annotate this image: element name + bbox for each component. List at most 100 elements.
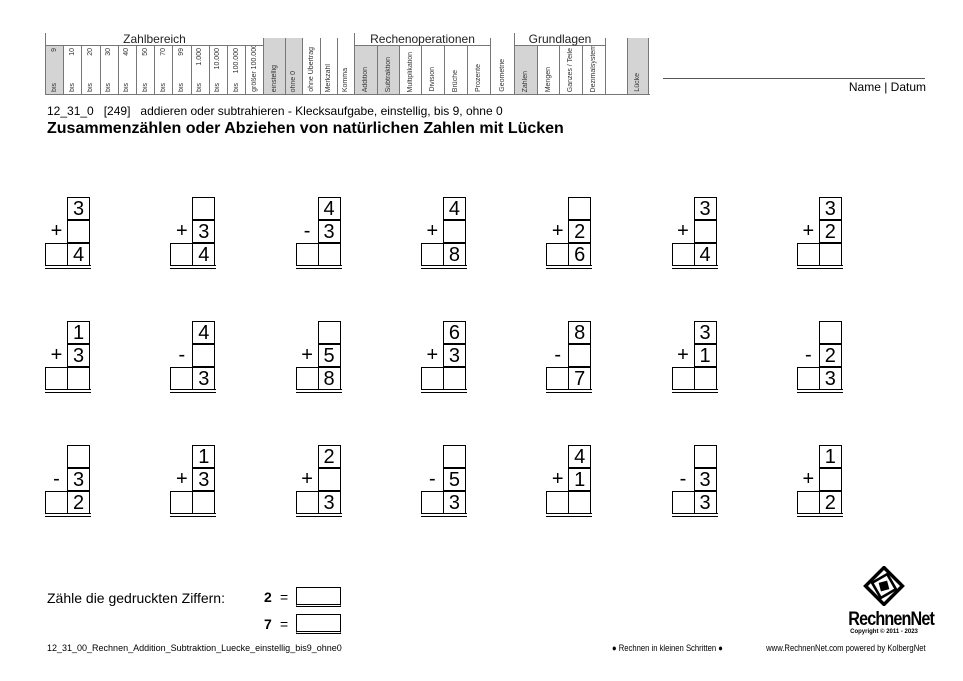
tens-result-box[interactable] (45, 491, 68, 514)
top-digit-box[interactable] (568, 197, 592, 220)
tens-result-box[interactable] (295, 491, 319, 514)
count-answer-box[interactable] (296, 614, 341, 634)
top-digit-box: 4 (568, 445, 592, 468)
result-digit-box[interactable] (693, 367, 717, 390)
tens-result-box[interactable] (295, 243, 319, 266)
tens-result-box[interactable] (45, 243, 68, 266)
top-digit-box[interactable] (442, 445, 466, 468)
result-digit-box[interactable] (317, 243, 341, 266)
second-digit-box[interactable] (693, 220, 717, 243)
second-digit-box: 3 (317, 220, 341, 243)
range-bis-label: bis (214, 83, 222, 92)
tens-result-box[interactable] (420, 491, 444, 514)
tens-result-box[interactable] (295, 367, 319, 390)
tens-result-box[interactable] (546, 491, 570, 514)
tens-result-box[interactable] (671, 491, 695, 514)
result-double-line (671, 389, 718, 393)
range-bis-label: bis (50, 83, 58, 92)
category-ganzes-teile: Ganzes / Teile (559, 46, 582, 94)
second-digit-box[interactable] (818, 468, 842, 491)
tens-result-box[interactable] (671, 243, 695, 266)
range-value: 99 (177, 48, 185, 56)
category-lücke: Lücke (627, 38, 649, 94)
tens-result-box[interactable] (671, 367, 695, 390)
category-subtraktion: Subtraktion (377, 46, 399, 94)
count-answer-box[interactable] (296, 587, 341, 607)
second-digit-box: 5 (442, 468, 466, 491)
second-digit-box[interactable] (442, 220, 466, 243)
top-digit-box[interactable] (67, 445, 90, 468)
second-digit-box[interactable] (317, 468, 341, 491)
tens-result-box[interactable] (796, 491, 820, 514)
result-digit-box[interactable] (442, 367, 466, 390)
tens-result-box[interactable] (796, 367, 820, 390)
result-digit-box: 3 (317, 491, 341, 514)
operator: + (551, 468, 564, 490)
result-digit-box[interactable] (568, 491, 592, 514)
tens-result-box[interactable] (170, 243, 194, 266)
tens-result-box[interactable] (546, 367, 570, 390)
category-label: Zahlen (522, 70, 529, 92)
category-komma: Komma (337, 38, 354, 94)
top-digit-box: 3 (818, 197, 842, 220)
top-digit-box[interactable] (317, 321, 341, 344)
operator: + (551, 220, 564, 242)
category-label: Multiplikation (406, 51, 414, 92)
count-equals: = (280, 589, 289, 605)
operator: + (677, 220, 689, 242)
category-dezimalsystem: Dezimalsystem (582, 46, 605, 94)
problem: 2-3 (796, 321, 843, 393)
top-digit-box[interactable] (693, 445, 717, 468)
problem: 3+4 (45, 197, 91, 269)
result-digit-box: 3 (693, 491, 717, 514)
result-digit-box: 8 (442, 243, 466, 266)
result-digit-box: 8 (317, 367, 341, 390)
operator: + (426, 344, 439, 366)
category-label: Addition (362, 66, 369, 92)
range-value: 30 (105, 48, 113, 56)
category-brüche: Brüche (444, 46, 467, 94)
category-label: ohne 0 (290, 70, 297, 92)
range-bis-11: größer 100.000 (245, 46, 263, 94)
result-digit-box[interactable] (192, 491, 216, 514)
tens-result-box[interactable] (420, 243, 444, 266)
tens-result-box[interactable] (420, 367, 444, 390)
tens-result-box[interactable] (45, 367, 68, 390)
category-addition: Addition (354, 46, 377, 94)
range-bis-label: bis (159, 83, 167, 92)
top-digit-box[interactable] (192, 197, 216, 220)
count-equals: = (280, 616, 289, 632)
result-digit-box[interactable] (67, 367, 90, 390)
operator: + (802, 220, 815, 242)
second-digit-box[interactable] (192, 344, 216, 367)
top-digit-box: 3 (693, 197, 717, 220)
top-digit-box: 1 (818, 445, 842, 468)
category-ohne-0: ohne 0 (285, 38, 302, 94)
range-bis-label: bis (232, 83, 240, 92)
result-digit-box[interactable] (818, 243, 842, 266)
tens-result-box[interactable] (796, 243, 820, 266)
top-digit-box: 6 (442, 321, 466, 344)
range-bis-label: bis (105, 83, 113, 92)
range-bis-label: bis (177, 83, 185, 92)
result-digit-box: 4 (192, 243, 216, 266)
tens-result-box[interactable] (546, 243, 570, 266)
operator: - (429, 468, 436, 490)
range-value: 10 (68, 48, 76, 56)
category-blank (605, 38, 627, 94)
second-digit-box[interactable] (568, 344, 592, 367)
result-double-line (295, 389, 342, 393)
range-value: größer 100.000 (250, 46, 258, 92)
second-digit-box: 2 (818, 220, 842, 243)
tens-result-box[interactable] (170, 491, 194, 514)
operator: + (677, 344, 689, 366)
tens-result-box[interactable] (170, 367, 194, 390)
top-digit-box[interactable] (818, 321, 842, 344)
result-double-line (295, 265, 342, 269)
second-digit-box[interactable] (67, 220, 90, 243)
footer-slogan: ● Rechnen in kleinen Schritten ● (612, 643, 723, 653)
second-digit-box: 3 (67, 344, 90, 367)
